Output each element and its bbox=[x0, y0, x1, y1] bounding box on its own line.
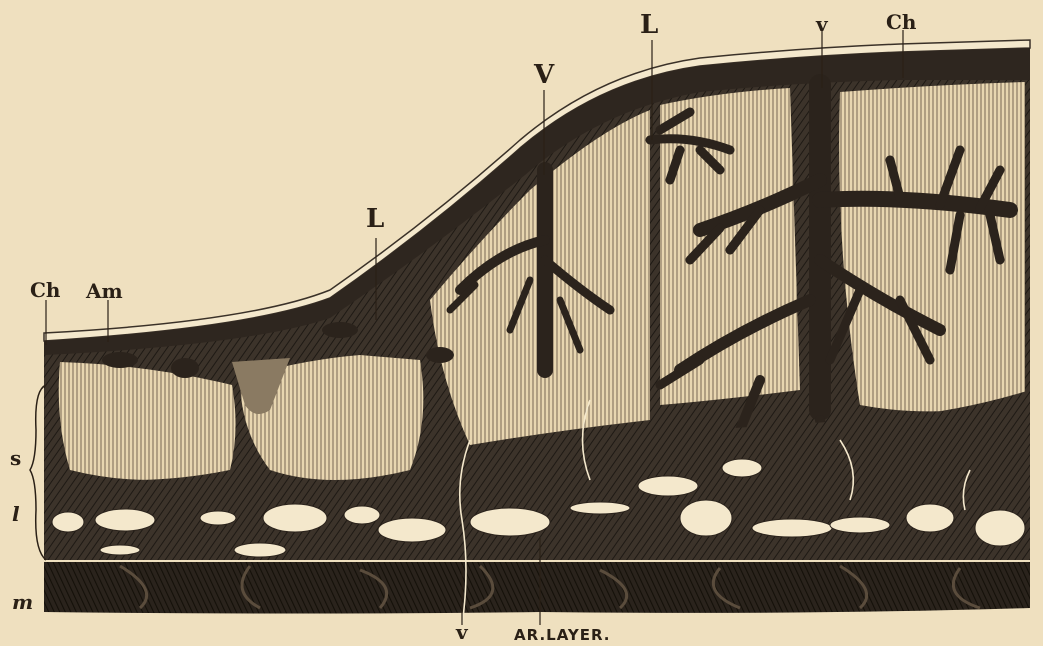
label-l-left: L bbox=[366, 206, 384, 232]
label-am: Am bbox=[86, 281, 123, 301]
label-l-top: L bbox=[640, 12, 658, 38]
label-ch-right: Ch bbox=[886, 12, 916, 32]
label-v-mid: V bbox=[534, 62, 554, 88]
layer-brace bbox=[30, 385, 46, 560]
muscular-layer bbox=[44, 562, 1030, 614]
label-s: s bbox=[10, 448, 21, 468]
label-l-side: l bbox=[12, 504, 20, 524]
label-v-right: v bbox=[816, 14, 828, 34]
label-m: m bbox=[12, 592, 33, 612]
label-ar-layer: AR.LAYER. bbox=[514, 628, 611, 643]
label-v-bottom: v bbox=[456, 622, 468, 642]
label-ch-left: Ch bbox=[30, 280, 60, 300]
